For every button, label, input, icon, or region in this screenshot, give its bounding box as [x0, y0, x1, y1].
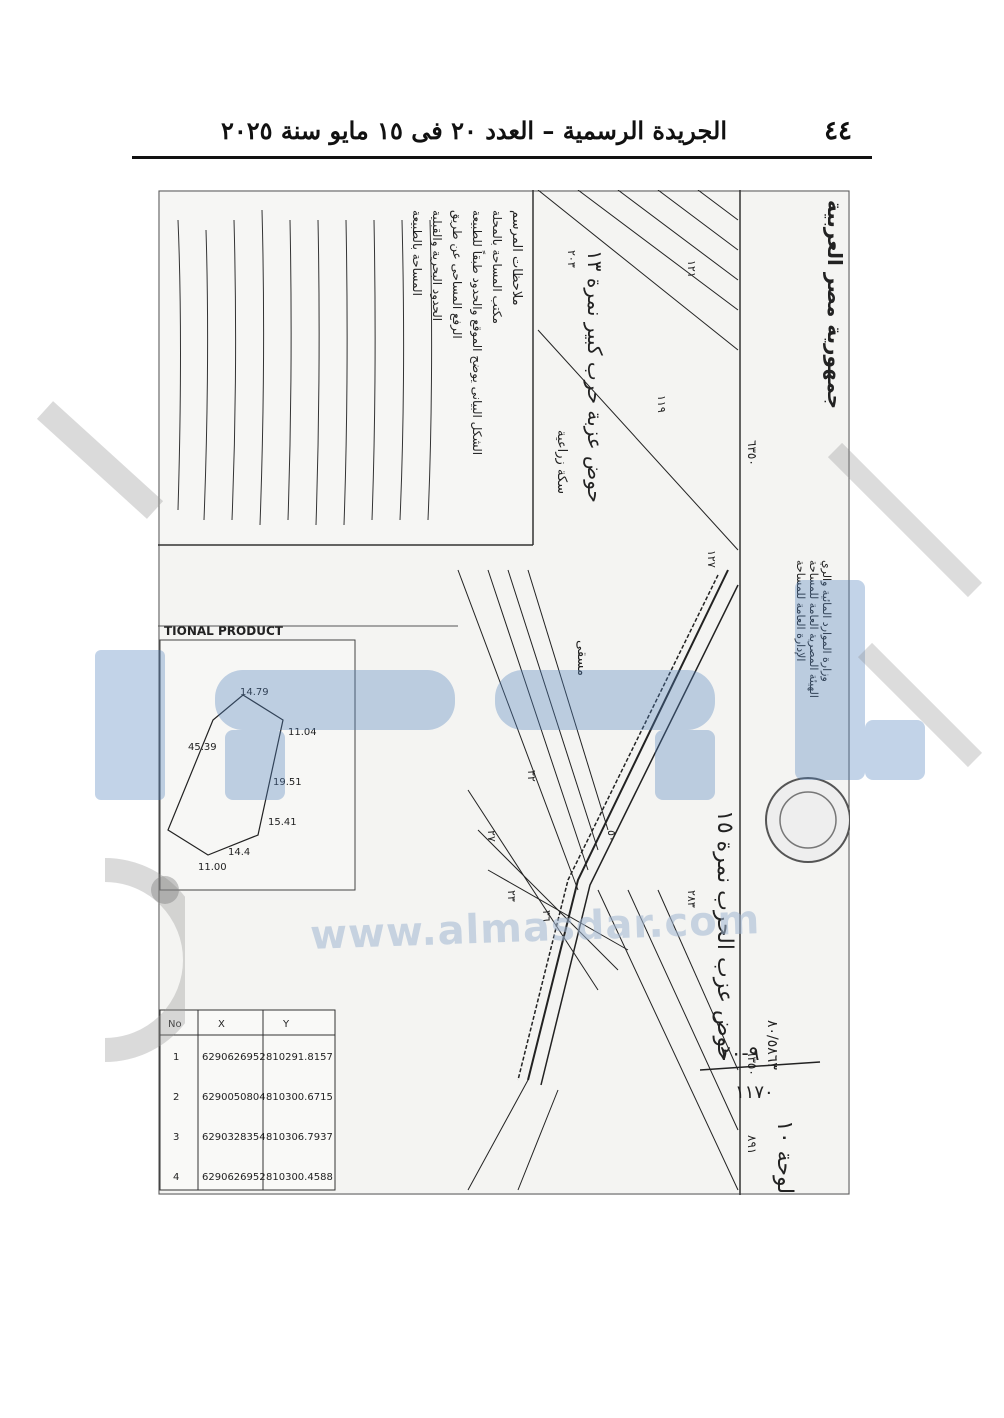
notes-block: ملاحظات المرسم مكتب المساحة بالمحلة الشك… [410, 210, 524, 455]
product-label: TIONAL PRODUCT [164, 624, 284, 638]
notes-line-5: المساحة بالطبيعة [410, 210, 424, 296]
table-row-1-x: 6290626952 [202, 1052, 266, 1063]
table-header-no: No [168, 1019, 182, 1030]
grid-label-1: ٦٣٥٠ [745, 440, 759, 466]
page-header: ٤٤ الجريدة الرسمية – العدد ٢٠ فى ١٥ مايو… [130, 112, 872, 150]
plate-code: ٨٠/٥٨٦٣ [764, 1020, 780, 1070]
plate-label: لوحة ١٠ [772, 1120, 797, 1194]
notes-line-4: الحدود البحرية والقبلية [429, 210, 444, 321]
parcel-27: ٢٧ [485, 830, 498, 842]
table-header-x: X [218, 1019, 225, 1030]
note-number: ١١٧٠ [735, 1082, 774, 1103]
coordinates-table: No X Y 1 6290626952 810291.8157 2 629005… [159, 1009, 336, 1191]
parcel-32: ٣٢ [525, 770, 538, 782]
notes-line-2: الشكل البيانى يوضح الموقع والحدود طبقاً … [469, 210, 486, 455]
dim-2: 11.04 [288, 727, 317, 738]
basin-top-label: حوض عزبة حرب كبير نمرة ١٣ [583, 250, 607, 503]
table-row-4-x: 6290626952 [202, 1172, 266, 1183]
table-row-2-y: 810300.6715 [266, 1092, 333, 1103]
table-row-4-y: 810300.4588 [266, 1172, 333, 1183]
map-lines [457, 190, 739, 1191]
table-header-y: Y [282, 1019, 290, 1030]
header-rule [132, 156, 872, 159]
page-title: الجريدة الرسمية – العدد ٢٠ فى ١٥ مايو سن… [221, 116, 727, 145]
ministry-1: وزارة الموارد المائية والري [820, 560, 833, 682]
parcel-119: ١١٩ [655, 395, 668, 413]
notes-line-1: مكتب المساحة بالمحلة [490, 210, 504, 324]
table-row-3-y: 810306.7937 [266, 1132, 333, 1143]
dim-7: 11.00 [198, 862, 227, 873]
survey-scan: ملاحظات المرسم مكتب المساحة بالمحلة الشك… [158, 190, 850, 1195]
parcel-sketch [167, 694, 284, 856]
grid-label-2: ٦٣٥٠ [745, 1050, 759, 1076]
parcel-283: ٢٨٣ [685, 890, 698, 908]
parcel-23: ٢٣ [505, 890, 518, 902]
dim-6: 14.4 [228, 847, 250, 858]
table-row-2-x: 6290050804 [202, 1092, 266, 1103]
handwritten-note: ٩-٢٠ ١١٧٠ [700, 1041, 821, 1103]
table-row-4-no: 4 [173, 1172, 179, 1183]
header-right-label: جمهورية مصر العربية [823, 200, 847, 409]
grid-label-3: ٨٩١ [745, 1135, 759, 1154]
dim-5: 15.41 [268, 817, 297, 828]
ministry-3: الإدارة العامة للمساحة [794, 560, 807, 661]
watermark-logo [95, 580, 925, 800]
parcel-127: ١٢٧ [705, 550, 718, 568]
official-seal [765, 777, 850, 863]
table-row-1-no: 1 [173, 1052, 179, 1063]
parcel-50: ٥٠ [605, 830, 618, 842]
canal-label: مسقى [574, 640, 589, 676]
table-row-1-y: 810291.8157 [266, 1052, 333, 1063]
table-row-2-no: 2 [173, 1092, 179, 1103]
dim-1: 14.79 [240, 687, 269, 698]
notes-line-3: الرفع المساحى عن طريق [449, 210, 464, 339]
basin-main-label: حوض عزب الحرب نمرة ١٥ [712, 810, 737, 1062]
watermark-emblem-left [36, 401, 185, 1062]
parcel-36: ٣٦ [540, 910, 553, 922]
road-label: سكة زراعية [554, 430, 569, 494]
notes-title: ملاحظات المرسم [509, 210, 524, 306]
table-row-3-no: 3 [173, 1132, 179, 1143]
parcel-121: ١٢١ [685, 260, 698, 278]
table-row-3-x: 6290328354 [202, 1132, 266, 1143]
parcel-203: ٢٠٣ [565, 250, 578, 268]
note-date: ٩-٢٠ [720, 1041, 759, 1065]
watermark-emblem-right [827, 442, 983, 768]
page-number: ٤٤ [824, 116, 852, 146]
dim-4: 19.51 [273, 777, 302, 788]
dim-3: 45.39 [188, 742, 217, 753]
ministry-2: الهيئة المصرية العامة للمساحة [807, 560, 820, 698]
